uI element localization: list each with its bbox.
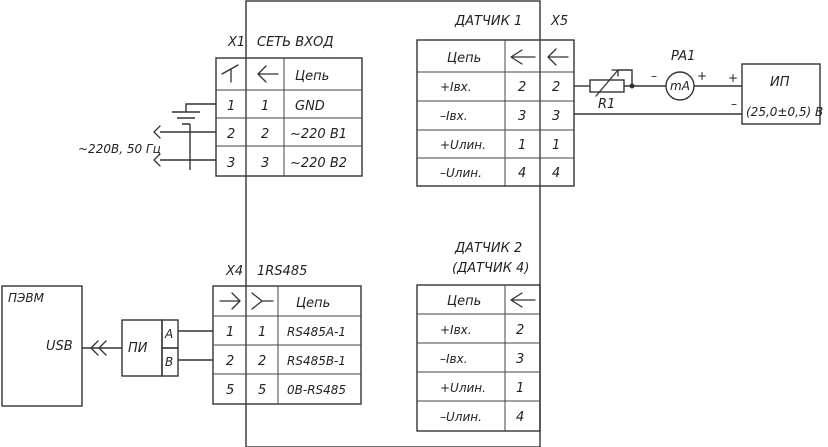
sensor1-row2-circuit: –Iвх. bbox=[440, 109, 468, 123]
x4-row1-circuit: RS485A-1 bbox=[287, 325, 346, 339]
sensor1-row3-circuit: +Uлин. bbox=[440, 138, 486, 152]
sensor1-title: ДАТЧИК 1 bbox=[454, 14, 522, 29]
power-supply-label: ИП bbox=[770, 75, 790, 90]
x4-row1-pin-b: 1 bbox=[258, 325, 266, 340]
connector-x1: X1 СЕТЬ ВХОД Цепь 1 1 GND 2 2 ~220 В1 3 … bbox=[215, 35, 363, 177]
ground-icon bbox=[172, 111, 200, 125]
x4-row2-circuit: RS485B-1 bbox=[287, 354, 346, 368]
plug-icon bbox=[510, 49, 536, 65]
x4-row3-pin-a: 5 bbox=[226, 383, 234, 398]
sensor1-row2-pin-b: 3 bbox=[552, 109, 560, 124]
r1-label: R1 bbox=[598, 97, 615, 112]
device-body bbox=[245, 0, 541, 447]
converter-block: ПИ A B bbox=[121, 319, 213, 377]
x5-designator: X5 bbox=[550, 14, 568, 29]
x4-row1-pin-a: 1 bbox=[226, 325, 234, 340]
sensor1-row3-pin-a: 1 bbox=[518, 138, 526, 153]
pc-label: ПЭВМ bbox=[8, 291, 45, 305]
x1-designator: X1 bbox=[227, 35, 245, 50]
sensor2-row3-pin: 1 bbox=[516, 381, 524, 396]
power-minus-label: – bbox=[731, 97, 737, 111]
sensor1-row1-circuit: +Iвх. bbox=[440, 80, 472, 94]
mains-voltage-label: ~220В, 50 Гц bbox=[78, 142, 161, 156]
usb-connector-icon bbox=[90, 340, 107, 356]
plug-icon bbox=[510, 292, 536, 308]
x4-row2-pin-a: 2 bbox=[226, 354, 234, 369]
plug-icon bbox=[221, 64, 239, 83]
sensor1-header-label: Цепь bbox=[447, 51, 481, 66]
sensor2-row2-circuit: –Iвх. bbox=[440, 352, 468, 366]
x4-row3-circuit: 0В-RS485 bbox=[287, 383, 346, 397]
converter-label: ПИ bbox=[128, 341, 148, 356]
pc-usb-label: USB bbox=[46, 339, 73, 354]
pc-block: ПЭВМ USB bbox=[1, 285, 122, 407]
connector-x4: X4 1RS485 Цепь 1 1 RS485A-1 2 2 RS485B-1… bbox=[212, 264, 362, 405]
x1-row2-pin-b: 2 bbox=[261, 127, 269, 142]
x4-row3-pin-b: 5 bbox=[258, 383, 266, 398]
pc-box bbox=[1, 285, 83, 407]
x1-title: СЕТЬ ВХОД bbox=[257, 35, 334, 50]
x4-title: 1RS485 bbox=[257, 264, 307, 279]
sensor1-row4-pin-a: 4 bbox=[518, 166, 526, 181]
socket-arrow-icon bbox=[547, 48, 569, 66]
socket-arrow-icon bbox=[257, 65, 279, 83]
x1-row1-pin-b: 1 bbox=[261, 99, 269, 114]
sensor2-row1-circuit: +Iвх. bbox=[440, 323, 472, 337]
converter-pin-a: A bbox=[164, 327, 173, 341]
sensor2-row2-pin: 3 bbox=[516, 352, 524, 367]
x4-row2-pin-b: 2 bbox=[258, 354, 266, 369]
x1-header-label: Цепь bbox=[295, 69, 329, 84]
sensor2-row1-pin: 2 bbox=[516, 323, 524, 338]
sensor2-header-label: Цепь bbox=[447, 294, 481, 309]
connector-x5-sensor1: ДАТЧИК 1 X5 Цепь +Iвх. 2 2 –Iвх. 3 3 +Uл… bbox=[416, 14, 575, 187]
resistor-r1 bbox=[589, 79, 625, 93]
power-plus-label: + bbox=[728, 71, 738, 85]
power-supply-voltage: (25,0±0,5) В bbox=[746, 105, 823, 119]
x1-row1-pin-a: 1 bbox=[227, 99, 235, 114]
converter-pin-b: B bbox=[165, 355, 173, 369]
sensor2-subtitle: (ДАТЧИК 4) bbox=[452, 261, 529, 276]
power-supply-box bbox=[741, 63, 821, 125]
x1-row3-circuit: ~220 В2 bbox=[290, 156, 347, 171]
sensor1-row2-pin-a: 3 bbox=[518, 109, 526, 124]
x1-row1-circuit: GND bbox=[295, 99, 325, 114]
sensor1-row4-circuit: –Uлин. bbox=[440, 166, 482, 180]
pa1-plus: + bbox=[697, 69, 707, 83]
pa1-minus: – bbox=[651, 69, 657, 83]
pa1-label: PA1 bbox=[671, 49, 695, 64]
sensor2-title: ДАТЧИК 2 bbox=[454, 241, 522, 256]
x1-row2-circuit: ~220 В1 bbox=[290, 127, 347, 142]
x1-row3-pin-b: 3 bbox=[261, 156, 269, 171]
sensor1-row3-pin-b: 1 bbox=[552, 138, 560, 153]
sensor1-row1-pin-b: 2 bbox=[552, 80, 560, 95]
measurement-circuit: R1 mA PA1 – + ИП (25,0±0,5) В + – bbox=[574, 49, 823, 125]
x1-row3-pin-a: 3 bbox=[227, 156, 235, 171]
sensor2-row3-circuit: +Uлин. bbox=[440, 381, 486, 395]
x4-designator: X4 bbox=[225, 264, 243, 279]
plug-icon bbox=[251, 292, 274, 310]
sensor2-row4-circuit: –Uлин. bbox=[440, 410, 482, 424]
x1-row2-pin-a: 2 bbox=[227, 127, 235, 142]
mains-input-wiring: ~220В, 50 Гц bbox=[78, 103, 216, 170]
sensor1-row4-pin-b: 4 bbox=[552, 166, 560, 181]
sensor2-row4-pin: 4 bbox=[516, 410, 524, 425]
x4-header-label: Цепь bbox=[296, 296, 330, 311]
ammeter-unit: mA bbox=[670, 79, 690, 93]
socket-arrow-right-icon bbox=[219, 292, 241, 310]
sensor2-block: ДАТЧИК 2 (ДАТЧИК 4) Цепь +Iвх. 2 –Iвх. 3… bbox=[416, 241, 541, 432]
sensor1-row1-pin-a: 2 bbox=[518, 80, 526, 95]
